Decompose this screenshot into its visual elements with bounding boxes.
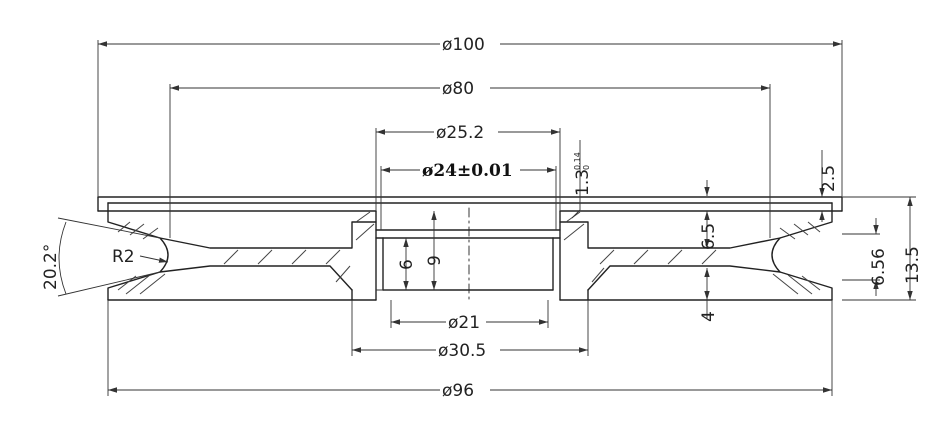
dim-flange-thickness: 2.5 <box>819 165 839 192</box>
web-right <box>559 221 781 249</box>
dim-outer-diameter: ø100 <box>442 35 485 55</box>
web-right-lower <box>587 265 781 291</box>
dim-web-lower: 4 <box>699 311 719 322</box>
dim-rim-diameter: ø80 <box>442 79 474 99</box>
dim-bore-depth: 9 <box>425 255 445 266</box>
dim-angle: 20.2° <box>41 244 61 290</box>
dim-web-offset: 6.5 <box>699 223 719 250</box>
dim-bore-diameter: ø24±0.01 <box>422 161 513 181</box>
dimension-labels: ø100 ø80 ø25.2 ø24±0.01 1.3 0.14 0 2.5 6… <box>41 34 923 401</box>
dim-hub-diameter: ø30.5 <box>438 341 486 361</box>
web-left <box>159 221 377 249</box>
dim-base-diameter: ø96 <box>442 381 474 401</box>
dim-groove-tol-lower: 0 <box>582 165 591 170</box>
section-hatching <box>117 211 821 295</box>
dim-groove-width: 1.3 <box>573 169 593 196</box>
dim-bore-top-diameter: ø25.2 <box>436 123 484 143</box>
dim-radius: R2 <box>112 247 135 267</box>
dim-groove-depth: 6.56 <box>869 248 889 286</box>
dim-bottom-bore-diameter: ø21 <box>448 313 480 333</box>
dim-total-height: 13.5 <box>903 246 923 284</box>
dim-bore-depth-inner: 6 <box>397 259 417 270</box>
dim-groove-tol-upper: 0.14 <box>573 152 582 170</box>
part-outline <box>97 196 843 303</box>
web-left-lower <box>159 265 353 291</box>
